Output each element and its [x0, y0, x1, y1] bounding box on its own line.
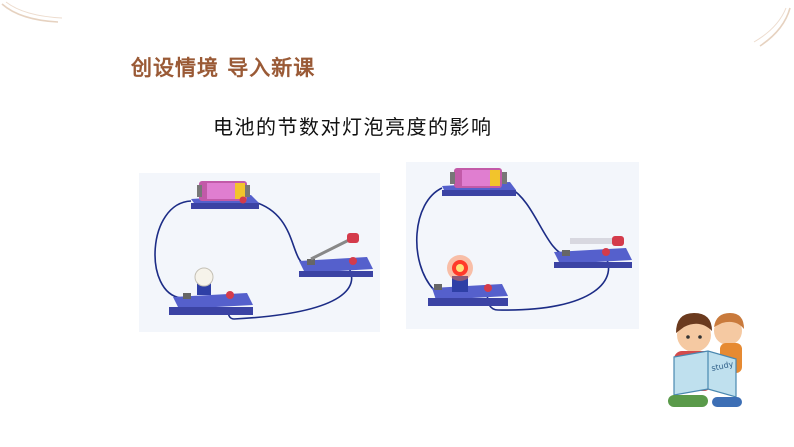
top-left-swoosh-decoration: [1, 1, 63, 23]
circuit-image-one-battery: [139, 173, 380, 332]
section-title: 创设情境 导入新课: [131, 56, 316, 80]
slide-subtitle: 电池的节数对灯泡亮度的影响: [213, 115, 493, 139]
kids-reading-illustration: study: [660, 305, 760, 419]
circuit-image-two-batteries: [406, 162, 639, 329]
top-right-swoosh-decoration: [753, 7, 791, 47]
